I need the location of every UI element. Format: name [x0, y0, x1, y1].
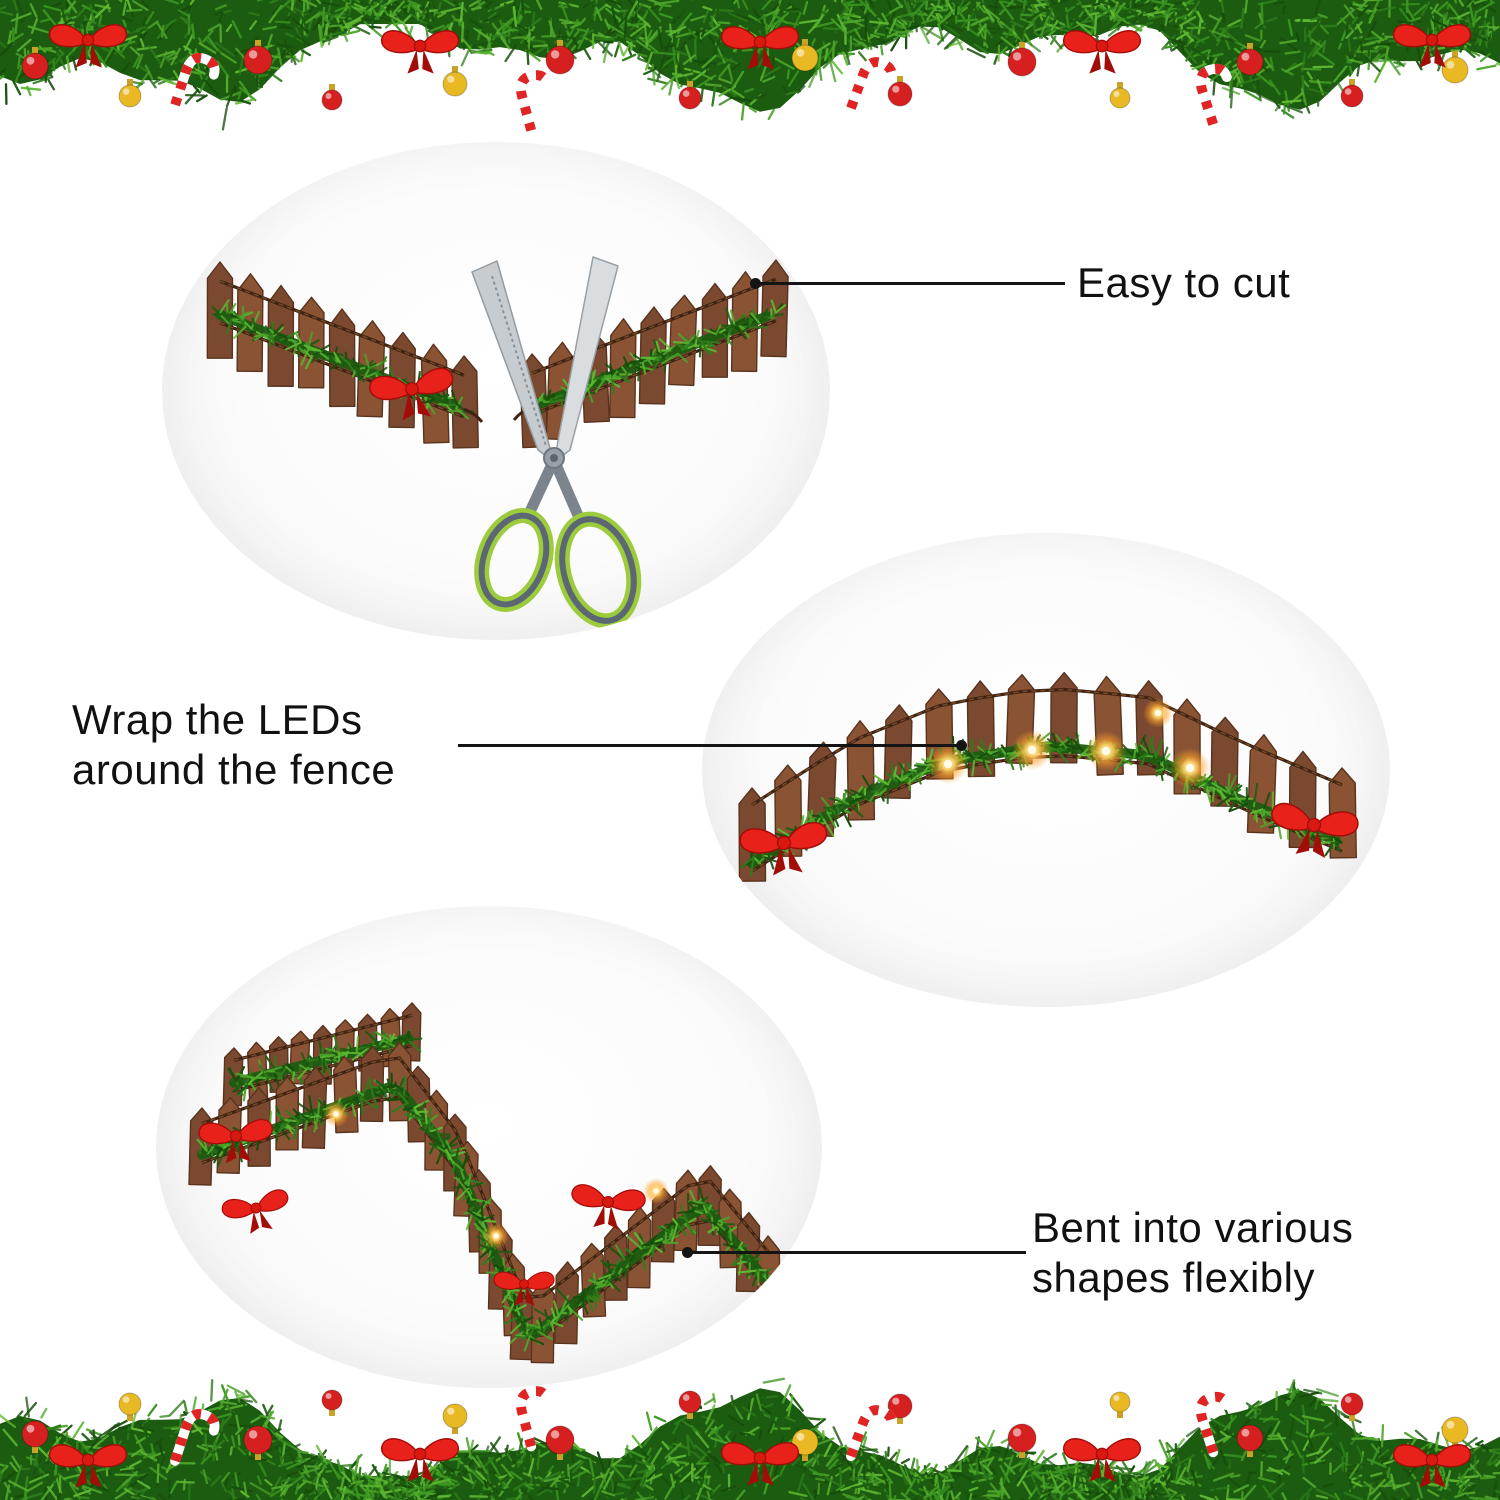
photo-bend-shapes [156, 906, 822, 1388]
led-light-icon [1012, 730, 1052, 770]
bauble-icon [1109, 1391, 1131, 1418]
callout-label-wrap-leds-line2: around the fence [72, 746, 396, 793]
fence-leds-graphic [738, 671, 1359, 882]
candy-cane-icon [1195, 1391, 1232, 1458]
red-bow-icon [381, 1438, 459, 1482]
callout-line-wrap-leds [458, 744, 962, 747]
bauble-icon [1007, 1423, 1037, 1458]
bauble-icon [678, 81, 702, 110]
photo-wrap-leds [702, 533, 1390, 1007]
candy-cane-icon [515, 70, 553, 136]
fence-right-run [519, 259, 789, 449]
led-light-icon [1143, 698, 1173, 728]
led-light-icon [483, 1223, 509, 1249]
led-light-icon [1086, 731, 1126, 771]
led-light-icon [1170, 748, 1210, 788]
bauble-icon [887, 1393, 913, 1424]
red-bow-icon [1063, 1438, 1141, 1482]
callout-label-bend-line2: shapes flexibly [1032, 1254, 1315, 1301]
bauble-icon [442, 1403, 468, 1434]
bauble-icon [887, 76, 913, 107]
bauble-icon [243, 1425, 273, 1460]
red-bow-icon [1271, 802, 1359, 859]
red-bow-icon [1393, 1444, 1471, 1488]
red-bow-icon [739, 821, 828, 876]
red-bow-icon [49, 1444, 127, 1488]
photo-easy-to-cut [162, 142, 830, 640]
bauble-icon [118, 79, 142, 108]
fence-left-run [206, 261, 479, 449]
red-bow-icon [381, 30, 459, 74]
red-bow-icon [571, 1184, 646, 1230]
bauble-icon [321, 1389, 343, 1416]
bauble-icon [321, 84, 343, 111]
bauble-icon [545, 1425, 575, 1460]
christmas-garland-border-top [0, 0, 1500, 136]
callout-label-wrap-leds-line1: Wrap the LEDs [72, 696, 363, 743]
fence-pickets [738, 671, 1357, 882]
bauble-icon [243, 40, 273, 75]
candy-cane-icon [1195, 63, 1232, 130]
led-light-icon [323, 1101, 349, 1127]
red-bow-icon [721, 1442, 799, 1486]
scissors-icon [471, 256, 642, 629]
fence-bend-graphic [188, 1002, 782, 1364]
red-bow-icon [1393, 24, 1471, 68]
red-bow-icon [721, 26, 799, 70]
candy-cane-icon [845, 1405, 897, 1462]
bauble-icon [1236, 43, 1264, 76]
red-bow-icon [49, 24, 127, 68]
red-bow-icon [369, 367, 454, 421]
bauble-icon [118, 1392, 142, 1421]
callout-label-easy-to-cut: Easy to cut [1077, 259, 1291, 306]
callout-line-easy-to-cut [755, 282, 1065, 285]
bauble-icon [1007, 42, 1037, 77]
bauble-icon [21, 47, 49, 80]
callout-dot-easy-to-cut [750, 278, 761, 289]
callout-label-bend-shapes: Bent into various shapes flexibly [1032, 1203, 1353, 1303]
red-bow-icon [221, 1189, 289, 1234]
bauble-icon [791, 1428, 819, 1461]
callout-dot-wrap-leds [956, 740, 967, 751]
bauble-icon [1441, 51, 1469, 84]
led-light-icon [928, 744, 968, 784]
red-bow-icon [493, 1271, 555, 1306]
fence-arch-run [738, 671, 1357, 882]
bauble-icon [1340, 1392, 1364, 1421]
callout-line-bend-shapes [688, 1251, 1026, 1254]
candy-cane-icon [515, 1386, 553, 1452]
callout-label-bend-line1: Bent into various [1032, 1204, 1354, 1251]
bauble-icon [545, 40, 575, 75]
candy-cane-icon [170, 53, 220, 110]
bauble-icon [1236, 1424, 1264, 1457]
fence-cut-graphic [206, 256, 789, 629]
bauble-icon [678, 1390, 702, 1419]
red-bow-icon [1063, 30, 1141, 74]
bauble-icon [1109, 82, 1131, 109]
bauble-icon [442, 66, 468, 97]
bauble-icon [21, 1420, 49, 1453]
bauble-icon [1340, 79, 1364, 108]
christmas-garland-border-bottom [0, 1377, 1500, 1500]
candy-cane-icon [845, 57, 897, 114]
led-light-icon [643, 1178, 669, 1204]
bauble-icon [1441, 1416, 1469, 1449]
bauble-icon [791, 39, 819, 72]
callout-dot-bend-shapes [682, 1247, 693, 1258]
candy-cane-icon [170, 1409, 220, 1466]
callout-label-wrap-leds: Wrap the LEDs around the fence [72, 695, 395, 795]
